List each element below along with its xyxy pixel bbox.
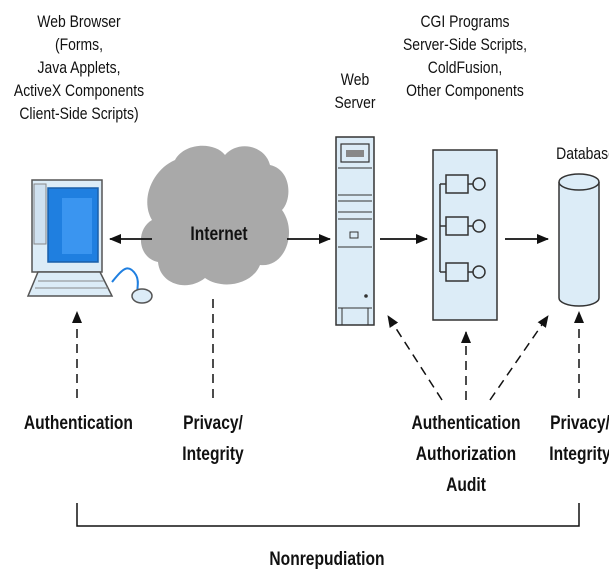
privacy-integrity-left-label: Privacy/ Integrity — [182, 413, 244, 465]
programs-label: CGI Programs Server-Side Scripts, ColdFu… — [403, 12, 527, 100]
auth-authz-audit-label: Authentication Authorization Audit — [411, 413, 521, 496]
web-server-icon — [335, 136, 375, 326]
database-label: Database — [556, 144, 609, 163]
web-browser-label: Web Browser (Forms, Java Applets, Active… — [13, 12, 145, 123]
nonrepudiation-label: Nonrepudiation — [269, 549, 385, 570]
nonrepudiation-bracket — [76, 503, 580, 527]
client-computer-icon — [26, 179, 153, 304]
authentication-label: Authentication — [23, 413, 133, 434]
database-icon — [558, 173, 600, 307]
web-server-label: Web Server — [334, 70, 376, 112]
dashed-arrow-auth-to-database — [489, 315, 549, 401]
internet-cloud-icon — [140, 145, 290, 286]
privacy-integrity-right-label: Privacy/ Integrity — [549, 413, 609, 465]
components-box-icon — [432, 149, 498, 321]
dashed-arrow-auth-to-server — [387, 315, 443, 401]
internet-label: Internet — [190, 224, 248, 245]
